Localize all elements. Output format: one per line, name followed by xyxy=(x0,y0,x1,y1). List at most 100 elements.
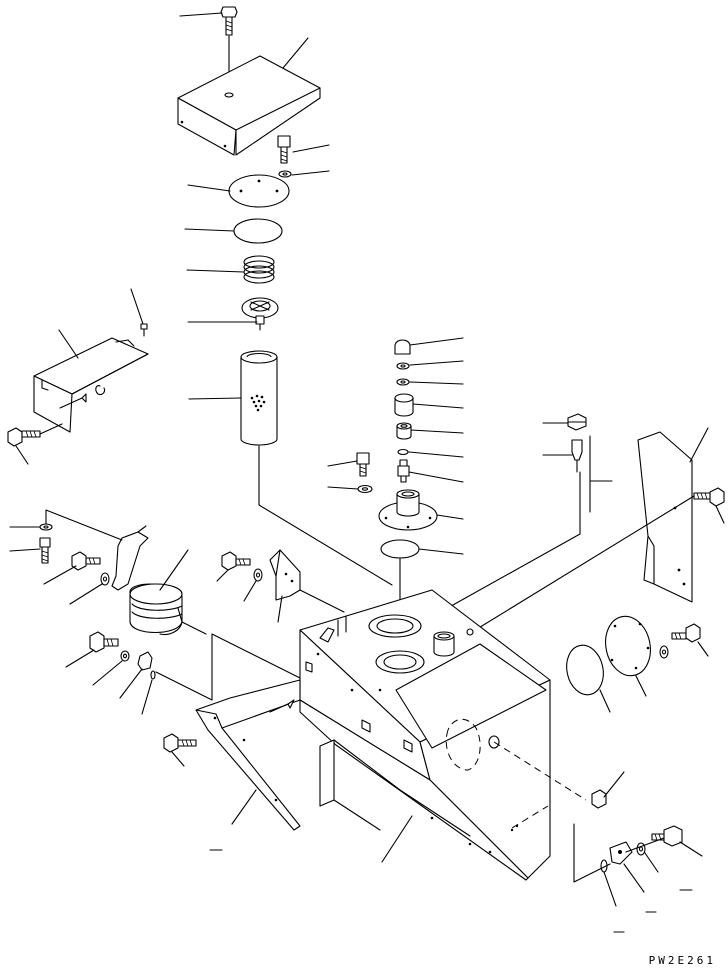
leader-small-bracket-washer xyxy=(243,580,257,602)
cap-bolt xyxy=(277,135,292,178)
small-bracket-bolt xyxy=(221,551,251,571)
leader-sensor-washer xyxy=(644,852,659,873)
assembly-line-filter xyxy=(181,621,207,635)
filler-bolt xyxy=(356,452,373,494)
leader-filter-bracket-bolt xyxy=(9,548,41,552)
side-cover xyxy=(33,337,149,433)
leader-flange-o-ring xyxy=(418,548,464,555)
leader-filter-mount-bolt xyxy=(43,565,77,585)
leader-return-filter xyxy=(159,549,189,591)
cap-o-ring xyxy=(233,218,283,244)
leader-filler-washer xyxy=(327,486,359,490)
leader-strainer-element xyxy=(188,397,242,400)
filter-bracket-washer xyxy=(39,523,53,531)
leader-inspection-cover xyxy=(635,675,647,697)
hose-o-ring xyxy=(150,670,156,680)
leader-small-bracket xyxy=(277,595,283,623)
inspection-gasket xyxy=(566,644,604,696)
breather-cap xyxy=(394,339,411,355)
leader-side-cover-bolt xyxy=(15,445,29,465)
leader-drain-plug xyxy=(603,771,625,798)
gauge-sight-tube xyxy=(571,439,583,473)
filter-bracket xyxy=(111,531,149,591)
leader-inspection-bolt xyxy=(697,641,709,657)
sensor-washer xyxy=(636,842,646,856)
leader-breather-o-ring xyxy=(408,451,464,458)
side-cover-bolt xyxy=(7,423,63,447)
flange-o-ring xyxy=(380,539,420,559)
leader-filler-flange xyxy=(436,514,464,520)
inspection-washer xyxy=(659,645,669,659)
assembly-line-strainer xyxy=(258,445,393,586)
breather-adapter xyxy=(396,422,412,440)
leader-strainer-cap xyxy=(187,184,231,192)
right-bracket xyxy=(637,431,693,603)
leader-small-bracket-bolt xyxy=(216,569,229,582)
sensor-bolt xyxy=(651,825,683,847)
strainer-cap xyxy=(228,174,290,208)
inspection-bolt xyxy=(671,623,701,643)
leader-breather-washer-a xyxy=(409,360,464,366)
filler-flange xyxy=(378,489,438,531)
breather-small-o-ring xyxy=(397,448,409,456)
leader-breather-cap xyxy=(409,337,464,346)
leader-top-cover xyxy=(282,37,309,69)
lower-cover xyxy=(195,679,301,831)
inspection-cover xyxy=(605,615,651,677)
filter-mount-washer xyxy=(100,572,110,586)
leader-breather-adapter xyxy=(410,429,464,434)
leader-filler-bolt xyxy=(327,460,358,467)
breather-body xyxy=(394,393,414,417)
leader-inspection-gasket xyxy=(599,689,611,713)
assembly-line-sensor-bolt xyxy=(625,837,665,853)
small-bracket xyxy=(269,549,301,601)
right-bracket-bolt xyxy=(693,487,725,507)
leader-lower-cover-bolt xyxy=(171,751,185,767)
leader-breather-body xyxy=(412,403,464,409)
strainer-spring xyxy=(243,255,275,284)
hose-washer xyxy=(120,650,130,662)
leader-cap-bolt xyxy=(292,144,330,153)
leader-sensor-bolt xyxy=(679,841,703,857)
leader-side-cover xyxy=(58,329,79,359)
assembly-line-drain xyxy=(493,741,587,829)
leader-hose-clamp xyxy=(119,668,143,699)
leader-right-bracket-bolt xyxy=(715,505,725,524)
leader-side-cover-small-bolt xyxy=(130,288,144,325)
assembly-line-small-bracket xyxy=(299,589,345,613)
lower-cover-bolt xyxy=(163,733,197,753)
leader-cap-o-ring xyxy=(184,228,235,232)
leader-hose-bolt xyxy=(65,649,95,668)
assembly-line-hose xyxy=(155,633,301,701)
relief-valve xyxy=(241,297,279,331)
hose-bolt xyxy=(89,631,119,653)
leader-sensor-o-ring xyxy=(603,871,617,907)
drain-plug xyxy=(591,789,607,809)
return-filter xyxy=(129,583,183,636)
filter-bracket-bolt xyxy=(39,537,51,564)
side-cover-small-bolt xyxy=(140,323,148,337)
top-bolt xyxy=(220,6,238,93)
leader-sensor-body xyxy=(623,863,645,893)
gauge-plug xyxy=(567,413,587,431)
leader-strainer-spring xyxy=(186,269,245,273)
assembly-line-right-bracket xyxy=(471,495,695,633)
breather-nipple xyxy=(397,459,410,483)
drawing-code: PW2E261 xyxy=(648,954,716,967)
leader-hydraulic-tank xyxy=(381,815,413,863)
leader-cap-washer xyxy=(291,170,330,176)
leader-filter-mount-washer xyxy=(69,583,103,605)
leader-hose-washer xyxy=(92,660,123,686)
hydraulic-tank xyxy=(299,589,551,881)
leader-hose-o-ring xyxy=(141,679,153,715)
leader-lower-cover xyxy=(231,789,257,825)
sensor-body xyxy=(609,841,633,865)
assembly-line-gauge xyxy=(443,471,581,611)
breather-washers xyxy=(396,362,410,386)
top-cover-plate xyxy=(177,55,321,156)
small-bracket-washer xyxy=(253,568,263,582)
strainer-element xyxy=(240,350,278,446)
filter-mount-bolt xyxy=(71,551,101,571)
